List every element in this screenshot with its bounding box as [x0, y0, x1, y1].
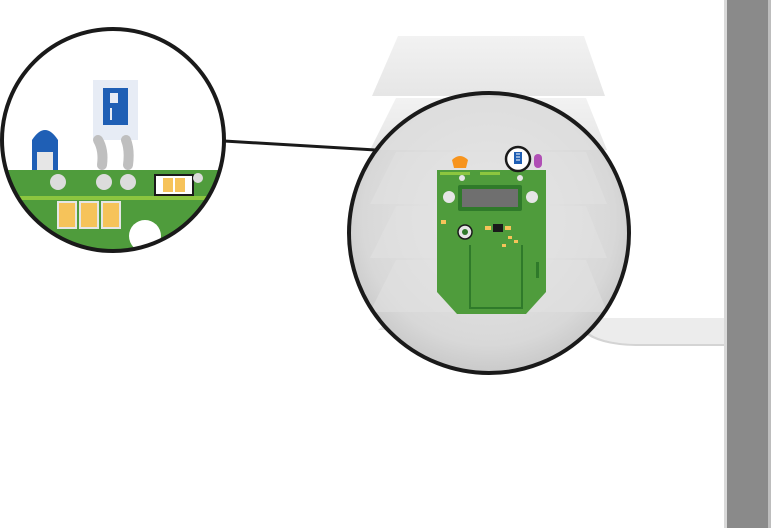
magnifier-callout: [0, 27, 226, 253]
sensor-highlight: [504, 145, 532, 173]
orange-led-icon: [452, 156, 468, 168]
circuit-board: [437, 170, 546, 314]
blue-led-icon: [32, 130, 58, 170]
sensor-element-icon: [514, 152, 522, 164]
sensor-element-zoom-icon: [93, 80, 138, 170]
base-ledge: [560, 318, 724, 346]
mount-hole: [526, 191, 538, 203]
purple-led-icon: [534, 154, 542, 168]
mount-hole: [443, 191, 455, 203]
wall-post: [724, 0, 771, 528]
magnifier-lens-large: [347, 91, 631, 375]
